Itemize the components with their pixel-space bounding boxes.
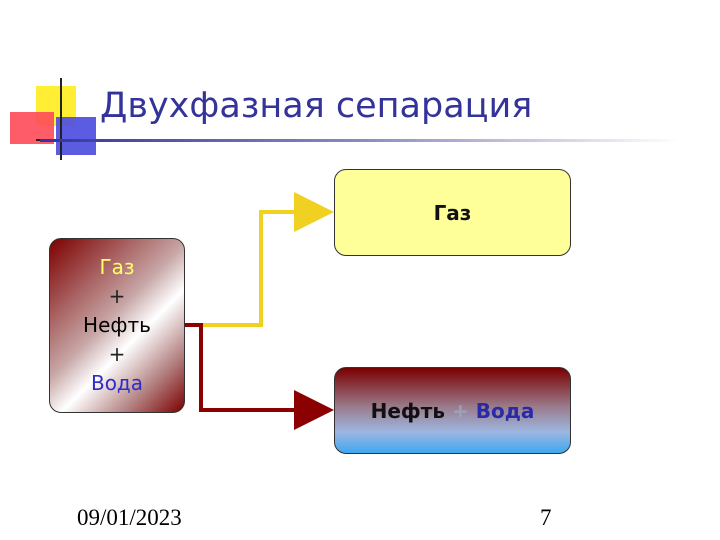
inlet-mixture-box: Газ + Нефть + Вода: [49, 238, 185, 413]
page-title: Двухфазная сепарация: [100, 86, 533, 126]
inlet-oil-label: Нефть: [83, 313, 151, 337]
red-square: [10, 112, 54, 144]
gas-outlet-label: Газ: [433, 200, 472, 225]
page-number: 7: [540, 505, 552, 530]
liquid-oil-label: Нефть: [370, 398, 446, 423]
inlet-plus-2: +: [108, 342, 126, 366]
gas-outlet-box: Газ: [334, 169, 571, 256]
blue-square: [56, 117, 96, 155]
title-underline: [40, 139, 680, 142]
liquid-plus: +: [451, 398, 469, 423]
footer-date: 09/01/2023: [77, 505, 182, 530]
liquid-outlet-box: Нефть + Вода: [334, 367, 571, 454]
inlet-plus-1: +: [108, 284, 126, 308]
inlet-water-label: Вода: [90, 371, 144, 395]
liquid-water-label: Вода: [475, 398, 535, 423]
inlet-gas-label: Газ: [99, 255, 135, 279]
